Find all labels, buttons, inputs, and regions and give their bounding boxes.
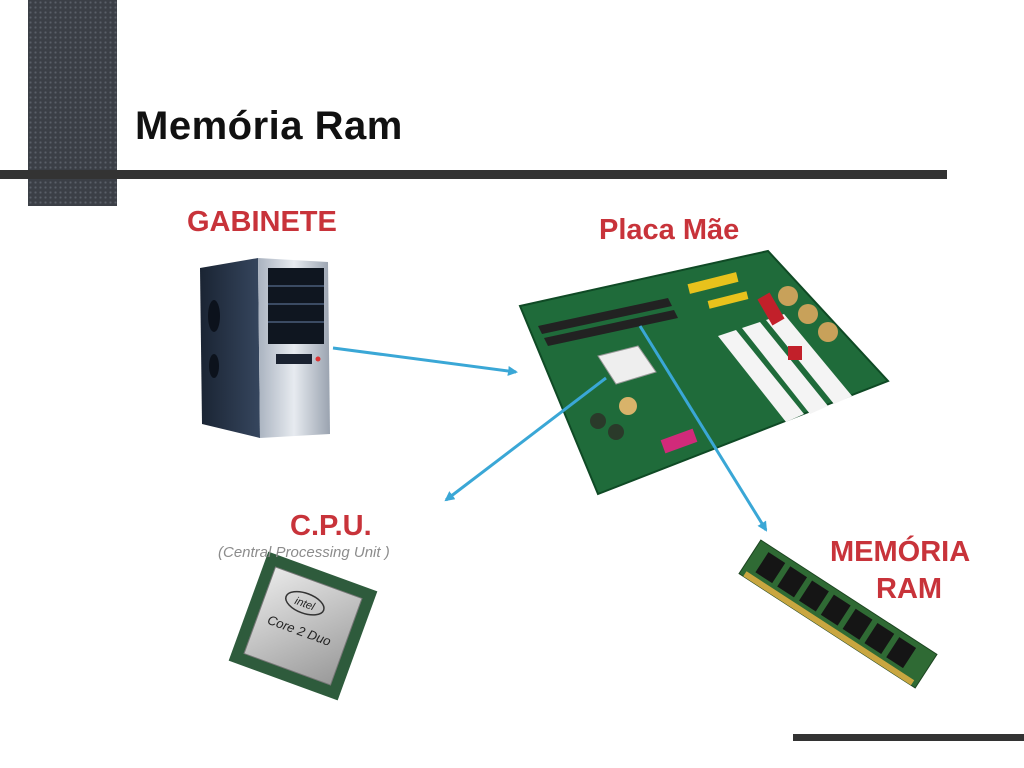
motherboard-icon: [518, 249, 890, 496]
label-gabinete: GABINETE: [187, 206, 337, 238]
footer-divider: [793, 734, 1024, 741]
arrow-case-to-motherboard: [332, 346, 518, 376]
label-cpu: C.P.U.: [290, 510, 372, 542]
title-divider: [0, 170, 947, 179]
cpu-chip-icon: intel Core 2 Duo: [228, 551, 378, 701]
ram-module-icon: [738, 539, 938, 689]
page-title: Memória Ram: [135, 104, 403, 148]
arrow-motherboard-to-cpu: [444, 376, 607, 502]
label-memoria: MEMÓRIA: [830, 536, 971, 568]
hardware-diagram: intel Core 2 Duo GABINETE Placa Mãe C.P.…: [128, 196, 1024, 722]
diagram-illustration: intel Core 2 Duo: [200, 249, 938, 701]
arrow-motherboard-to-ram: [638, 325, 768, 532]
computer-case-icon: [200, 258, 330, 438]
label-placa-mae: Placa Mãe: [599, 214, 740, 246]
label-ram: RAM: [876, 573, 943, 605]
label-cpu-subtitle: (Central Processing Unit ): [218, 544, 390, 561]
